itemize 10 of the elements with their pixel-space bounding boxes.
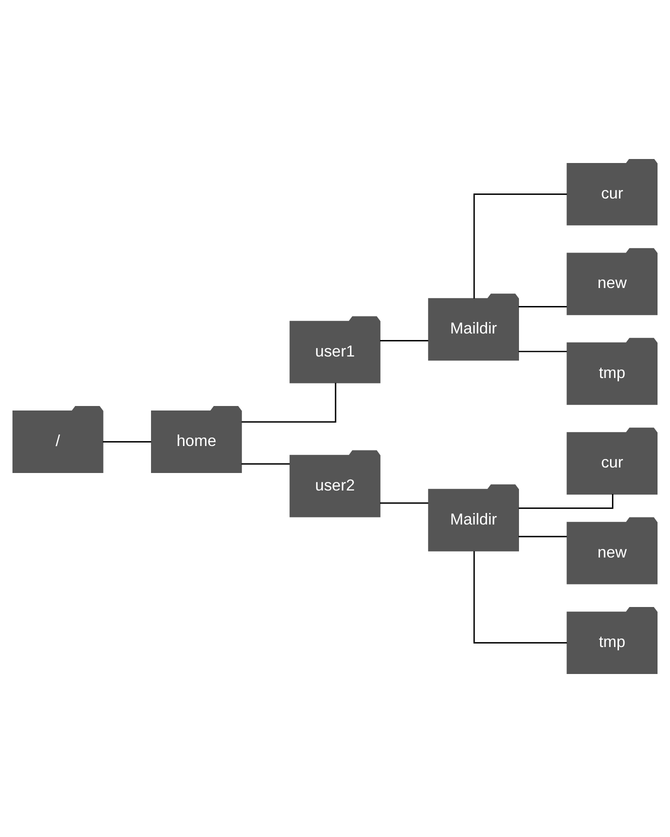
connector — [473, 194, 567, 299]
connector — [380, 502, 428, 504]
connector — [242, 382, 336, 423]
connector — [473, 551, 567, 644]
connector — [518, 306, 567, 308]
connector — [102, 441, 152, 442]
connector — [518, 536, 567, 538]
connector — [241, 463, 290, 465]
connector — [380, 340, 428, 342]
connector — [518, 350, 567, 352]
